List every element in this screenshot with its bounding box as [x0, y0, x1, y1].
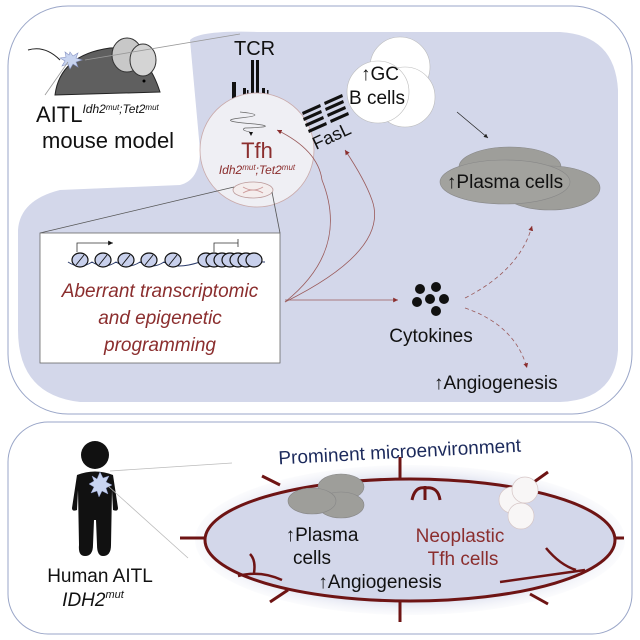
fasl-bar	[330, 112, 349, 123]
vessel-branch	[261, 474, 281, 487]
nucleosome-stroke	[98, 254, 108, 266]
fasl-bar	[303, 110, 322, 121]
signal-arrowhead	[249, 132, 253, 136]
nucleosome	[245, 252, 263, 268]
mouse-model-label-line2: mouse model	[42, 128, 174, 153]
bottom-plasma-label-line1: ↑Plasma	[286, 525, 359, 546]
vessel-sprout	[410, 486, 442, 501]
human-aitl-label: Human AITL	[47, 566, 153, 587]
chromatin-icon	[67, 239, 265, 268]
nucleosome-stroke	[121, 254, 131, 266]
tfh-cell	[511, 476, 539, 504]
cytokine-dot	[415, 284, 425, 294]
vessel-branch	[529, 592, 549, 606]
cytokines-label: Cytokines	[389, 326, 472, 347]
bottom-angiogenesis-label: ↑Angiogenesis	[318, 572, 442, 593]
neoplastic-label-line1: Neoplastic	[416, 526, 505, 547]
tcr-bar	[232, 82, 236, 102]
neoplastic-tfh-cells	[498, 476, 539, 530]
vessel-branch	[269, 588, 289, 604]
fasl-bar	[324, 94, 343, 105]
mouse-callout-line	[44, 61, 69, 96]
plasma-cell	[287, 487, 337, 515]
gc-to-plasma-arrow	[456, 111, 489, 139]
neoplastic-label-line2: Tfh cells	[428, 549, 499, 570]
vessel-sprout	[499, 547, 586, 584]
fasl-bar	[305, 116, 324, 127]
vessel-sprout	[237, 553, 283, 582]
human-callout-line	[109, 462, 233, 472]
tumor-star-icon	[59, 51, 83, 70]
tfh-label: Tfh	[241, 138, 273, 163]
tcr-bar	[256, 60, 259, 100]
tcr-bar	[251, 60, 254, 100]
cytokines-icon	[412, 282, 449, 316]
gc-label-line2: B cells	[349, 88, 405, 109]
vessel-branch	[533, 470, 549, 484]
cytokines-to-angiogenesis-arrow	[464, 307, 529, 369]
human-genotype-label: IDH2mut	[62, 589, 125, 611]
fasl-bar	[327, 106, 346, 117]
plasma-cells: ↑Plasma cells	[439, 146, 601, 211]
nucleosome-stroke	[168, 254, 178, 266]
tcr-label: TCR	[234, 38, 275, 60]
zoom-callout-line	[271, 191, 281, 234]
mouse-callout-line-2	[84, 33, 241, 61]
bottom-plasma-cells	[287, 473, 365, 519]
cytokine-dot	[431, 306, 441, 316]
human-head	[81, 441, 109, 469]
gc-b-cells: ↑GC B cells	[346, 36, 436, 128]
tfh-genotype-label: Idh2mut;Tet2mut	[219, 163, 296, 177]
dna-icon	[242, 186, 264, 194]
vessel-branches	[180, 457, 624, 622]
tfh-cell	[507, 502, 535, 530]
fasl-receptor-icon	[302, 94, 349, 133]
mouse-tail	[27, 48, 61, 61]
cytokine-dot	[425, 294, 435, 304]
mouse-eye	[142, 79, 146, 83]
plasma-cell	[439, 159, 571, 205]
b-cell	[346, 60, 410, 124]
plasma-label: ↑Plasma cells	[447, 172, 563, 193]
epigenetic-label-line2: and epigenetic	[98, 308, 222, 329]
cytokine-dot	[412, 297, 422, 307]
repressed-promoter-icon	[213, 242, 238, 252]
epigenetic-to-fasl-arrow	[284, 149, 376, 303]
gc-label-line1: ↑GC	[361, 64, 399, 85]
fasl-bar	[308, 122, 327, 133]
top-angiogenesis-label: ↑Angiogenesis	[434, 373, 558, 394]
active-promoter-arrow-icon	[76, 240, 113, 252]
nucleosome-stroke	[75, 254, 85, 266]
mouse-ear-front	[129, 43, 157, 77]
cytokine-dot	[431, 282, 441, 292]
epigenetic-label-line3: programming	[103, 335, 216, 356]
signal-squiggle	[230, 111, 266, 133]
fasl-bar	[302, 104, 321, 115]
epigenetic-to-tfh-arrow	[276, 129, 331, 303]
epigenetic-label-line1: Aberrant transcriptomic	[61, 281, 259, 302]
human-callout-line-2	[107, 485, 189, 559]
tumor-star-icon	[88, 471, 113, 498]
cytokine-dot	[439, 294, 449, 304]
mouse-illustration	[27, 33, 241, 96]
tfh-cell: Tfh Idh2mut;Tet2mut	[199, 92, 315, 208]
fasl-bar	[325, 100, 344, 111]
zoom-callout-line	[39, 186, 235, 234]
mouse-model-label: AITLIdh2mut;Tet2mut	[36, 102, 160, 127]
tfh-cell-body	[199, 92, 315, 208]
cytokines-to-plasma-arrow	[464, 225, 534, 299]
bottom-plasma-label-line2: cells	[293, 548, 331, 569]
human-figure-icon	[72, 441, 233, 559]
nucleosome-stroke	[144, 254, 154, 266]
